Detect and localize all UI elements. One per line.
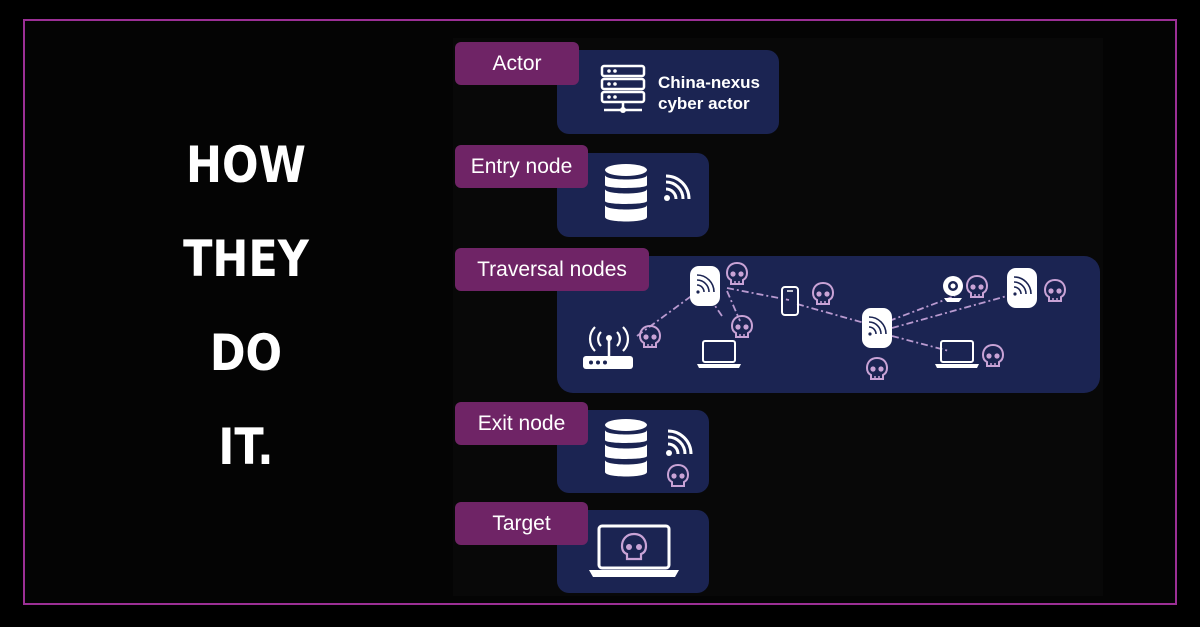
entry-wifi-signal-icon: [664, 174, 691, 201]
traversal-nodes-label: Traversal nodes: [455, 248, 649, 291]
actor-card: [557, 50, 779, 134]
traversal-network-graph: [583, 262, 1066, 380]
headline-line-4: IT.: [218, 418, 274, 476]
entry-node-label: Entry node: [455, 145, 588, 188]
actor-description: China-nexus cyber actor: [658, 72, 760, 114]
exit-database-icon: [605, 419, 647, 477]
webcam-icon: [943, 276, 963, 302]
exit-skull-icon: [666, 463, 690, 487]
actor-description-line-1: China-nexus: [658, 73, 761, 92]
headline-line-1: HOW: [186, 136, 306, 194]
phone-icon: [781, 286, 799, 316]
router-icon: [583, 326, 633, 369]
headline-line-2: THEY: [183, 230, 309, 288]
exit-node-label: Exit node: [455, 402, 588, 445]
actor-description-line-2: cyber actor: [658, 94, 750, 113]
headline-line-3: DO: [209, 324, 283, 382]
headline: HOW THEY DO IT.: [118, 118, 374, 494]
actor-label: Actor: [455, 42, 579, 85]
entry-database-icon: [605, 164, 647, 222]
server-rack-icon: [600, 64, 646, 113]
target-label: Target: [455, 502, 588, 545]
exit-wifi-signal-icon: [666, 429, 693, 456]
compromised-laptop-icon: [589, 524, 679, 577]
